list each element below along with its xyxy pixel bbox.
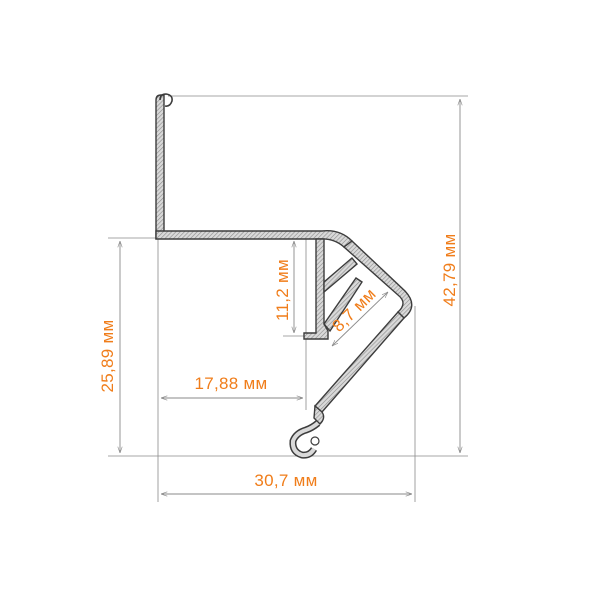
inner-width-label: 17,88 мм <box>194 374 267 393</box>
dimension-labels: 42,79 мм 25,89 мм 11,2 мм 8,7 мм 17,88 м… <box>98 233 459 490</box>
dimension-lines <box>120 99 460 494</box>
total-height-label: 42,79 мм <box>440 233 459 306</box>
inner-height-label: 11,2 мм <box>273 259 292 321</box>
total-width-label: 30,7 мм <box>254 471 317 490</box>
extension-lines <box>108 95 468 502</box>
diagonal-line <box>332 292 388 346</box>
lower-height-label: 25,89 мм <box>98 319 117 392</box>
